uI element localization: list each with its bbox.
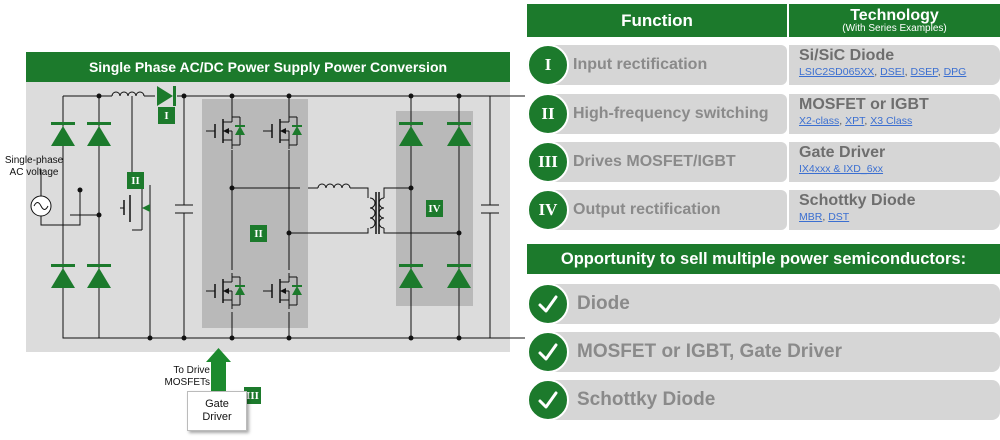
series-link[interactable]: X2-class xyxy=(799,115,840,127)
input-bridge-diodes xyxy=(51,122,111,288)
stage-marker-ii-bridge: II xyxy=(250,225,267,242)
opportunity-item-label: MOSFET or IGBT, Gate Driver xyxy=(577,341,842,362)
ac-source-symbol xyxy=(30,195,52,217)
stage-numeral-badge: I xyxy=(527,44,569,86)
drive-label-line2: MOSFETs xyxy=(164,377,210,388)
function-name: High-frequency switching xyxy=(573,105,769,122)
stage-numeral-badge: IV xyxy=(527,189,569,231)
stage-marker-iv: IV xyxy=(426,200,443,217)
series-link[interactable]: XPT xyxy=(845,115,865,127)
series-link[interactable]: LSIC2SD065XX xyxy=(799,66,875,78)
gate-driver-line1: Gate xyxy=(205,398,229,410)
function-name: Input rectification xyxy=(573,56,708,73)
opportunity-title: Opportunity to sell multiple power semic… xyxy=(527,244,1000,274)
technology-name: Gate Driver xyxy=(799,144,886,161)
technology-cell: MOSFET or IGBT X2-class, XPT, X3 Class xyxy=(789,94,1000,134)
stage-marker-ii-pfc: II xyxy=(127,172,144,189)
series-link[interactable]: DPG xyxy=(943,66,967,78)
junction-dots xyxy=(77,93,462,341)
series-examples: MBR, DST xyxy=(799,211,850,223)
circuit-schematic xyxy=(26,82,525,394)
opportunity-item: Diode xyxy=(527,283,1000,325)
stage-numeral-badge: II xyxy=(527,93,569,135)
technology-name: Schottky Diode xyxy=(799,192,916,209)
series-link[interactable]: DSEI xyxy=(880,66,905,78)
series-link[interactable]: MBR xyxy=(799,211,823,223)
header-technology: Technology (With Series Examples) xyxy=(789,4,1000,37)
drive-arrow xyxy=(206,348,231,394)
opportunity-item-label: Schottky Diode xyxy=(577,389,716,410)
series-examples: LSIC2SD065XX, DSEI, DSEP, DPG xyxy=(799,66,967,78)
header-technology-label: Technology xyxy=(850,6,939,24)
stage-numeral-badge: III xyxy=(527,141,569,183)
stage-marker-i: I xyxy=(158,107,175,124)
hbridge-region xyxy=(202,99,308,328)
function-name: Drives MOSFET/IGBT xyxy=(573,153,736,170)
series-link[interactable]: IX4xxx & IXD_6xx xyxy=(799,163,884,175)
input-label-line2: AC voltage xyxy=(9,167,59,178)
series-examples: X2-class, XPT, X3 Class xyxy=(799,115,913,127)
gate-driver-box: Gate Driver xyxy=(187,391,247,431)
output-rectifier-diodes xyxy=(399,122,471,288)
checkmark-icon xyxy=(527,379,569,421)
series-link[interactable]: DST xyxy=(828,211,850,223)
header-function-label: Function xyxy=(621,10,693,30)
series-link[interactable]: X3 Class xyxy=(870,115,913,127)
opportunity-item: Schottky Diode xyxy=(527,379,1000,421)
checkmark-icon xyxy=(527,331,569,373)
opportunity-item-label: Diode xyxy=(577,293,630,314)
stage-marker-iii: III xyxy=(244,387,261,404)
technology-name: Si/SiC Diode xyxy=(799,47,895,64)
series-link[interactable]: DSEP xyxy=(910,66,938,78)
input-label-line1: Single-phase xyxy=(4,155,64,166)
diagram-title: Single Phase AC/DC Power Supply Power Co… xyxy=(26,52,510,82)
gate-driver-line2: Driver xyxy=(202,411,232,423)
drive-label-line1: To Drive xyxy=(173,365,210,376)
series-examples: IX4xxx & IXD_6xx xyxy=(799,162,1000,176)
function-name: Output rectification xyxy=(573,201,721,218)
opportunity-item: MOSFET or IGBT, Gate Driver xyxy=(527,331,1000,373)
pfc-diode-symbol xyxy=(157,86,176,106)
drive-mosfets-label: To Drive MOSFETs xyxy=(150,365,210,389)
checkmark-icon xyxy=(527,283,569,325)
circuit-diagram: Single Phase AC/DC Power Supply Power Co… xyxy=(1,52,525,431)
technology-name: MOSFET or IGBT xyxy=(799,96,929,113)
header-technology-sub: (With Series Examples) xyxy=(842,22,947,34)
input-voltage-label: Single-phase AC voltage xyxy=(1,155,67,179)
header-function: Function xyxy=(527,4,787,37)
